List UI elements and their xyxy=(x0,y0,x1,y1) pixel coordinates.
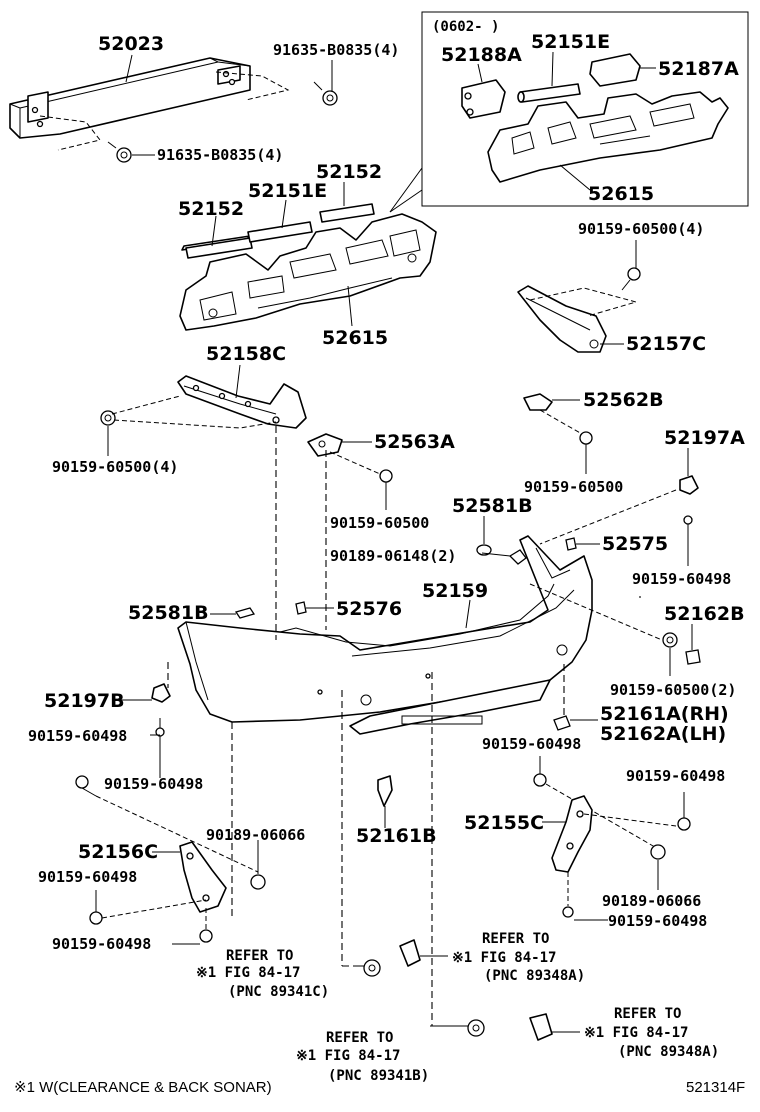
label-52575: 52575 xyxy=(602,533,668,555)
label-90159-60498-l4: 90159-60498 xyxy=(52,935,151,953)
clips-top-right xyxy=(476,516,600,565)
label-52156C: 52156C xyxy=(78,841,158,863)
label-90159-60500-2: 90159-60500(2) xyxy=(610,681,736,699)
label-52197A: 52197A xyxy=(664,427,745,449)
label-90159-60498-l1: 90159-60498 xyxy=(28,727,127,745)
bolt-91635-bottom-icon xyxy=(107,141,155,163)
label-90159-60498-l3: 90159-60498 xyxy=(38,868,137,886)
label-90159-60500-4-left: 90159-60500(4) xyxy=(52,458,178,476)
rod-52152-left-shape xyxy=(185,237,253,259)
inset-label-52615: 52615 xyxy=(588,183,654,205)
sonar-connectors xyxy=(356,939,580,1041)
label-52157C: 52157C xyxy=(626,333,706,355)
label-52576: 52576 xyxy=(336,598,402,620)
label-90189-06066-r: 90189-06066 xyxy=(602,892,701,910)
clips-top-left xyxy=(210,601,334,619)
bracket-52563A xyxy=(307,433,393,510)
label-52152-b: 52152 xyxy=(316,161,382,183)
label-90159-60498-c: 90159-60498 xyxy=(482,735,581,753)
ref1-line1: REFER TO xyxy=(226,948,293,964)
label-52159: 52159 xyxy=(422,580,488,602)
label-52023: 52023 xyxy=(98,33,164,55)
label-90159-60500-mid: 90159-60500 xyxy=(330,514,429,532)
absorber-52615 xyxy=(179,182,437,331)
refer-note-4: REFER TO ※1 FIG 84-17 (PNC 89348A) xyxy=(584,1006,719,1060)
label-90159-60498-r2: 90159-60498 xyxy=(626,767,725,785)
label-91635-top: 91635-B0835(4) xyxy=(273,41,399,59)
absorber-inset-shape xyxy=(487,91,729,183)
inset-label-52188A: 52188A xyxy=(441,44,522,66)
label-52161B: 52161B xyxy=(356,825,437,847)
label-52197B: 52197B xyxy=(44,690,125,712)
ref3-line1: REFER TO xyxy=(326,1030,393,1046)
bracket-52158C xyxy=(100,364,307,456)
retainer-52197B xyxy=(120,683,171,778)
ref1-line2: ※1 FIG 84-17 xyxy=(196,965,300,981)
footer-note: ※1 W(CLEARANCE & BACK SONAR) xyxy=(14,1079,272,1096)
clip-52161B xyxy=(377,775,393,828)
rod-52152-right-shape xyxy=(319,203,375,223)
label-52152-a: 52152 xyxy=(178,198,244,220)
bumper-cover-52159 xyxy=(177,535,593,735)
label-52151E: 52151E xyxy=(248,180,327,202)
inset-code: (0602- ) xyxy=(432,19,499,35)
ref3-line3: (PNC 89341B) xyxy=(328,1068,429,1084)
label-90159-60498-r1: 90159-60498 xyxy=(632,570,731,588)
label-90159-60498-l2: 90159-60498 xyxy=(104,775,203,793)
ref4-line3: (PNC 89348A) xyxy=(618,1044,719,1060)
label-52161A: 52161A(RH) xyxy=(600,703,729,725)
bolt-91635-top-icon xyxy=(313,60,338,106)
label-52563A: 52563A xyxy=(374,431,455,453)
inset-label-52187A: 52187A xyxy=(658,58,739,80)
inset-label-52151E: 52151E xyxy=(531,31,610,53)
refer-note-1: REFER TO ※1 FIG 84-17 (PNC 89341C) xyxy=(196,948,329,1000)
bolt-l2-icon xyxy=(75,775,259,873)
label-90189-06148: 90189-06148(2) xyxy=(330,547,456,565)
ref3-line2: ※1 FIG 84-17 xyxy=(296,1048,400,1064)
label-90159-60500-4-top: 90159-60500(4) xyxy=(578,220,704,238)
refer-note-3: REFER TO ※1 FIG 84-17 (PNC 89341B) xyxy=(296,1030,429,1084)
label-52581B-top: 52581B xyxy=(452,495,533,517)
bracket-52156C xyxy=(89,840,266,945)
inset-box: (0602- ) 52188A 52151E 52187A 52615 xyxy=(389,11,749,213)
sensor-retainer-52161A xyxy=(553,715,598,731)
rod-52151E-shape xyxy=(519,83,581,103)
bracket-52155C xyxy=(533,756,691,921)
label-52155C: 52155C xyxy=(464,812,544,834)
label-90159-60500-right: 90159-60500 xyxy=(524,478,623,496)
reinforcement-52023 xyxy=(9,54,290,151)
ref4-line1: REFER TO xyxy=(614,1006,681,1022)
bracket-52187A-shape xyxy=(589,53,641,87)
footer-code: 521314F xyxy=(686,1079,745,1096)
bracket-52188A-shape xyxy=(461,79,506,119)
rod-52151E-main-shape xyxy=(247,221,313,243)
label-90189-06066-l: 90189-06066 xyxy=(206,826,305,844)
label-52162B: 52162B xyxy=(664,603,745,625)
label-52562B: 52562B xyxy=(583,389,664,411)
refer-note-2: REFER TO ※1 FIG 84-17 (PNC 89348A) xyxy=(452,931,585,984)
bracket-52157C xyxy=(517,240,641,353)
label-91635-bottom: 91635-B0835(4) xyxy=(157,146,283,164)
label-52615: 52615 xyxy=(322,327,388,349)
ref2-line3: (PNC 89348A) xyxy=(484,968,585,984)
ref1-line3: (PNC 89341C) xyxy=(228,984,329,1000)
ref2-line1: REFER TO xyxy=(482,931,549,947)
label-52581B-left: 52581B xyxy=(128,602,209,624)
label-90159-60498-r3: 90159-60498 xyxy=(608,912,707,930)
ref4-line2: ※1 FIG 84-17 xyxy=(584,1025,688,1041)
ref2-line2: ※1 FIG 84-17 xyxy=(452,950,556,966)
bracket-52562B xyxy=(523,393,593,474)
label-52158C: 52158C xyxy=(206,343,286,365)
clips-right xyxy=(529,583,701,676)
label-52162A: 52162A(LH) xyxy=(600,723,726,745)
retainer-52197A xyxy=(539,448,699,566)
